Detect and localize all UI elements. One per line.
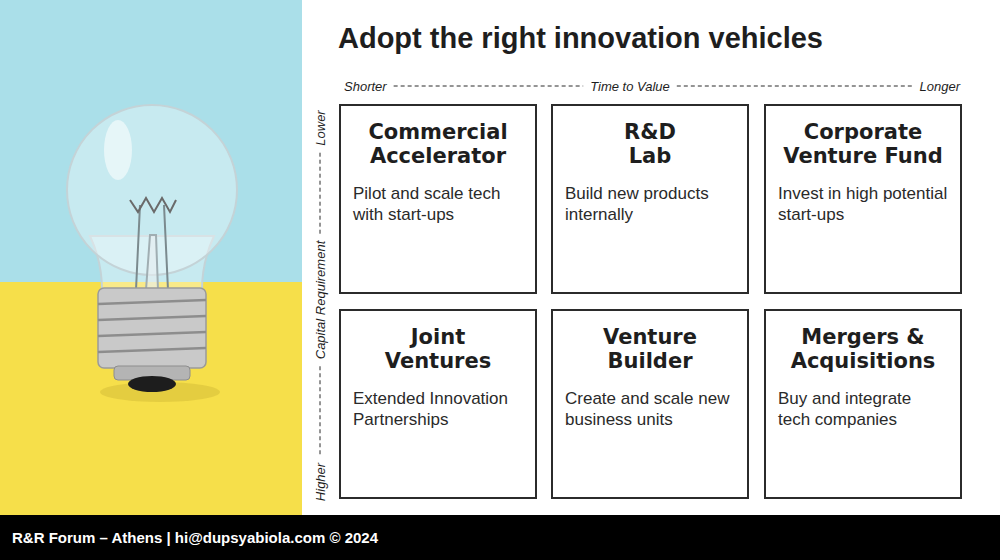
vehicle-box: Corporate Venture FundInvest in high pot… — [764, 104, 962, 294]
axis-dash-line — [320, 366, 321, 456]
box-description: Invest in high potential start-ups — [778, 184, 948, 225]
box-heading: Commercial Accelerator — [353, 120, 523, 168]
box-description: Extended Innovation Partnerships — [353, 389, 523, 430]
bulb-highlight — [104, 120, 132, 180]
base-thread — [98, 300, 206, 352]
axis-dash-line — [394, 86, 584, 87]
bulb-base — [98, 288, 206, 368]
yellow-panel — [0, 282, 302, 515]
footer-text: R&R Forum – Athens | hi@dupsyabiola.com … — [12, 529, 378, 546]
axis-end: Lower — [313, 110, 328, 145]
box-description: Create and scale new business units — [565, 389, 735, 430]
box-description: Buy and integrate tech companies — [778, 389, 948, 430]
slide-title: Adopt the right innovation vehicles — [338, 22, 823, 55]
vehicle-box: Commercial AcceleratorPilot and scale te… — [339, 104, 537, 294]
lightbulb-illustration — [67, 105, 237, 402]
filament-stem — [146, 235, 158, 290]
filament-wire — [136, 205, 168, 290]
axis-end: Longer — [920, 79, 960, 94]
axis-title: Capital Requirement — [313, 241, 328, 360]
axis-end: Shorter — [344, 79, 387, 94]
axis-end: Higher — [313, 463, 328, 501]
box-heading: R&D Lab — [615, 120, 685, 168]
box-heading: Venture Builder — [590, 325, 710, 373]
vehicle-box: R&D LabBuild new products internally — [551, 104, 749, 294]
vehicle-box: Joint VenturesExtended Innovation Partne… — [339, 309, 537, 499]
box-heading: Mergers & Acquisitions — [778, 325, 948, 373]
filament — [130, 198, 176, 212]
vehicle-box: Mergers & AcquisitionsBuy and integrate … — [764, 309, 962, 499]
base-tip — [128, 376, 176, 392]
box-description: Build new products internally — [565, 184, 735, 225]
box-heading: Joint Ventures — [383, 325, 493, 373]
vehicle-box: Venture BuilderCreate and scale new busi… — [551, 309, 749, 499]
footer-bar — [0, 515, 1000, 560]
box-heading: Corporate Venture Fund — [778, 120, 948, 168]
axis-title: Time to Value — [590, 79, 670, 94]
axis-dash-line — [320, 153, 321, 234]
axis-dash-line — [677, 86, 913, 87]
box-description: Pilot and scale tech with start-ups — [353, 184, 523, 225]
